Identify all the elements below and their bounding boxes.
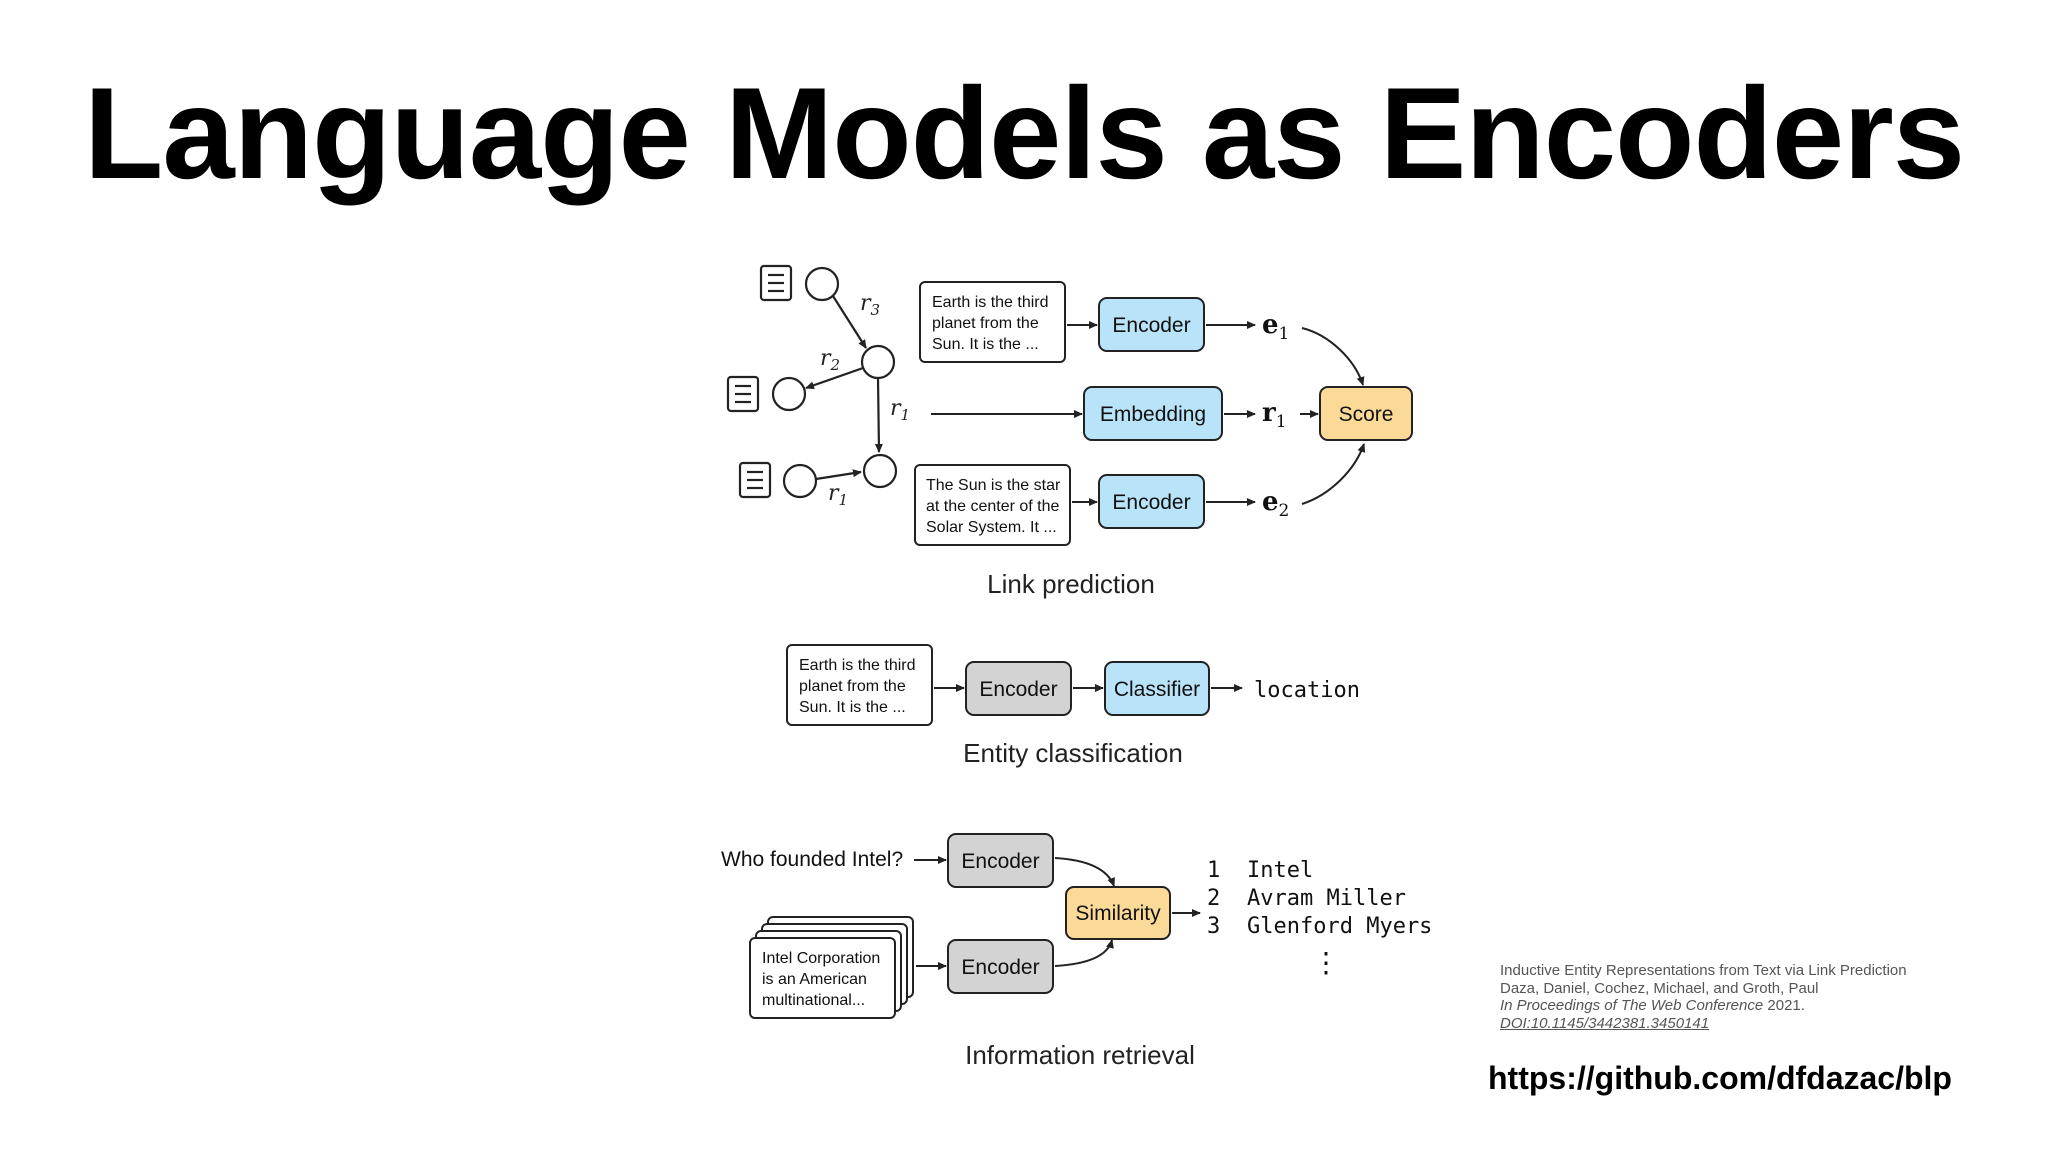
svg-text:Earth is the third pla: Earth is the third planet from the Sun. … [932,294,1053,353]
graph-edge [805,366,864,390]
similarity-block: Similarity [1065,886,1171,940]
encoder-block: Encoder [1098,297,1205,352]
vector-e1: e1 [1262,310,1289,344]
knowledge-graph [726,264,898,499]
svg-text:Encoder: Encoder [961,956,1039,979]
entity-classification-diagram: Earth is the third planet from the Sun. … [786,644,1360,768]
result-rank: 2 [1207,886,1220,911]
flow-arrow [1301,327,1365,386]
flow-arrow [1054,939,1114,967]
result-rank: 1 [1207,858,1220,883]
result-name: Avram Miller [1247,886,1406,911]
classification-output: location [1254,678,1360,703]
flow-arrow [1301,443,1366,505]
svg-text:Classifier: Classifier [1114,678,1200,701]
svg-text:Encoder: Encoder [979,678,1057,701]
svg-text:Embedding: Embedding [1100,403,1206,426]
result-rank: 3 [1207,914,1220,939]
svg-text:Earth is the third pla: Earth is the third planet from the Sun. … [799,657,920,716]
reference-doi-link[interactable]: DOI:10.1145/3442381.3450141 [1500,1014,1710,1032]
encoder-block: Encoder [947,939,1054,994]
document-text: Intel Corporation is an American multina… [762,950,885,1009]
svg-text:Similarity: Similarity [1075,902,1161,925]
embedding-block: Embedding [1083,386,1223,441]
entity-text-box: The Sun is the star at the center of the… [914,464,1071,546]
graph-node [862,453,898,489]
document-stack [749,916,914,1019]
ranked-results: 1 Intel 2 Avram Miller 3 Glenford Myers … [1207,858,1432,979]
relation-label: r3 [860,291,880,319]
svg-text:Encoder: Encoder [1112,314,1190,337]
reference-title: Inductive Entity Representations from Te… [1500,962,1907,979]
graph-node [771,376,807,412]
results-ellipsis: ⋮ [1312,946,1340,979]
svg-text:Encoder: Encoder [961,850,1039,873]
graph-node [804,266,840,302]
document-icon [738,461,772,499]
reference-venue: In Proceedings of The Web Conference 202… [1500,997,1805,1014]
link-prediction-caption: Link prediction [987,569,1155,599]
github-url-link[interactable]: https://github.com/dfdazac/blp [1488,1060,1952,1096]
query-text: Who founded Intel? [721,848,903,871]
graph-node [860,344,896,380]
graph-edge [815,469,862,481]
graph-edge [832,295,867,349]
svg-text:The Sun is the star at: The Sun is the star at the center of the… [926,477,1065,536]
document-icon [726,375,760,413]
information-retrieval-caption: Information retrieval [965,1040,1195,1070]
entity-text-box: Earth is the third planet from the Sun. … [786,644,933,726]
vector-r1: r1 [1262,398,1287,432]
paper-reference: Inductive Entity Representations from Te… [1500,962,1907,1032]
svg-text:Encoder: Encoder [1112,491,1190,514]
vector-e2: e2 [1262,487,1289,521]
relation-label: r1 [890,396,910,424]
svg-text:Score: Score [1339,403,1394,426]
result-name: Glenford Myers [1247,914,1432,939]
score-block: Score [1319,386,1413,441]
document-icon [759,264,793,302]
slide-title: Language Models as Encoders [83,60,1965,206]
graph-node [782,463,818,499]
encoder-block: Encoder [1098,474,1205,529]
flow-arrow [1054,857,1115,887]
encoder-block: Encoder [965,661,1072,716]
encoder-block: Encoder [947,833,1054,888]
relation-label: r2 [820,346,840,374]
information-retrieval-diagram: Who founded Intel? Encoder Intel Corpora… [721,833,1432,1070]
classifier-block: Classifier [1104,661,1210,716]
relation-label: r1 [828,481,848,509]
reference-authors: Daza, Daniel, Cochez, Michael, and Groth… [1500,979,1819,997]
result-name: Intel [1247,858,1313,883]
entity-classification-caption: Entity classification [963,738,1183,768]
link-prediction-diagram: r3 r2 r1 r1 Earth is the third planet fr… [726,264,1413,599]
entity-text-box: Earth is the third planet from the Sun. … [919,281,1066,363]
graph-edge [874,377,883,453]
